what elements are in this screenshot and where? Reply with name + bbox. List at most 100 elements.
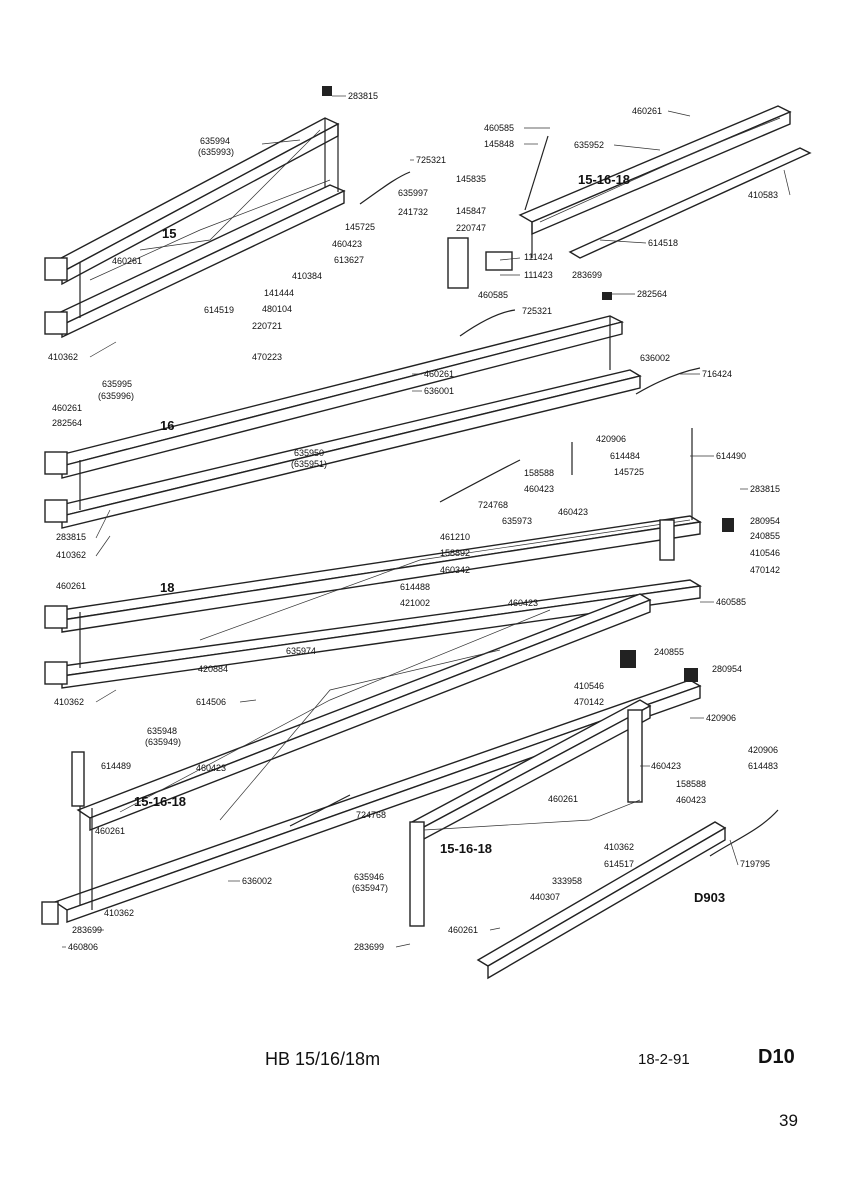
exploded-parts-diagram: 15 16 18 15-16-18 15-16-18 15-16-18 15-1… bbox=[41, 86, 812, 980]
part-label: 420884 bbox=[198, 664, 228, 674]
hose-725321-lower-drawing bbox=[459, 309, 516, 337]
part-label: 410583 bbox=[748, 190, 778, 200]
part-label: 282564 bbox=[52, 418, 82, 428]
part-label: (635951) bbox=[291, 459, 327, 469]
part-label: 460261 bbox=[548, 794, 578, 804]
part-label: 614489 bbox=[101, 761, 131, 771]
section-label: 15-16-18 bbox=[134, 794, 186, 809]
part-label: 145725 bbox=[614, 467, 644, 477]
part-label: 410384 bbox=[292, 271, 322, 281]
part-label: 145725 bbox=[345, 222, 375, 232]
part-label: 725321 bbox=[416, 155, 446, 165]
part-label: 614483 bbox=[748, 761, 778, 771]
part-label: 420906 bbox=[748, 745, 778, 755]
part-label: 145835 bbox=[456, 174, 486, 184]
hose-724768-lower-drawing bbox=[289, 794, 351, 827]
part-label: 614517 bbox=[604, 859, 634, 869]
part-label: 111423 bbox=[524, 270, 553, 280]
part-label: 460261 bbox=[424, 369, 454, 379]
part-label: 145847 bbox=[456, 206, 486, 216]
part-label: 460342 bbox=[440, 565, 470, 575]
part-label: 145848 bbox=[484, 139, 514, 149]
part-label: 724768 bbox=[356, 810, 386, 820]
part-label: 470223 bbox=[252, 352, 282, 362]
part-label: 460806 bbox=[68, 942, 98, 952]
part-label: 283699 bbox=[572, 270, 602, 280]
part-label: 460423 bbox=[651, 761, 681, 771]
boom-section-18-drawing bbox=[44, 515, 734, 689]
part-label: 716424 bbox=[702, 369, 732, 379]
part-label: 725321 bbox=[522, 306, 552, 316]
part-label: 460423 bbox=[196, 763, 226, 773]
part-label: 410362 bbox=[56, 550, 86, 560]
part-label: 141444 bbox=[264, 288, 294, 298]
part-label: 460423 bbox=[332, 239, 362, 249]
part-label: 635997 bbox=[398, 188, 428, 198]
boom-drawing bbox=[41, 86, 812, 980]
part-label: 220721 bbox=[252, 321, 282, 331]
part-label: 460423 bbox=[524, 484, 554, 494]
hose-724768-upper-drawing bbox=[439, 459, 521, 503]
part-label: 460261 bbox=[95, 826, 125, 836]
part-label: 158588 bbox=[524, 468, 554, 478]
part-label: 158892 bbox=[440, 548, 470, 558]
part-label: 480104 bbox=[262, 304, 292, 314]
part-label: 283815 bbox=[750, 484, 780, 494]
part-label: 460585 bbox=[716, 597, 746, 607]
part-label: 635995 bbox=[102, 379, 132, 389]
part-label: 440307 bbox=[530, 892, 560, 902]
part-label: 280954 bbox=[712, 664, 742, 674]
section-label: 18 bbox=[160, 580, 174, 595]
part-label: 719795 bbox=[740, 859, 770, 869]
hose-719795-drawing bbox=[709, 809, 779, 857]
part-label: 635973 bbox=[502, 516, 532, 526]
part-label: 460585 bbox=[484, 123, 514, 133]
footer-code: D10 bbox=[758, 1046, 795, 1068]
part-label: 283699 bbox=[354, 942, 384, 952]
section-label: 15-16-18 bbox=[440, 841, 492, 856]
hose-716424-drawing bbox=[635, 367, 701, 395]
part-label: 635974 bbox=[286, 646, 316, 656]
part-label: 460261 bbox=[632, 106, 662, 116]
part-label: 280954 bbox=[750, 516, 780, 526]
part-label: 635994 bbox=[200, 136, 230, 146]
part-label: 240855 bbox=[750, 531, 780, 541]
part-label: 636001 bbox=[424, 386, 454, 396]
part-label: 470142 bbox=[574, 697, 604, 707]
part-label: 460423 bbox=[508, 598, 538, 608]
part-label: 460261 bbox=[112, 256, 142, 266]
part-label: 614518 bbox=[648, 238, 678, 248]
hose-725321-upper-drawing bbox=[359, 171, 411, 205]
part-label: 614506 bbox=[196, 697, 226, 707]
part-label: 283815 bbox=[56, 532, 86, 542]
section-label: 15 bbox=[162, 226, 176, 241]
part-label: 635952 bbox=[574, 140, 604, 150]
part-label: 220747 bbox=[456, 223, 486, 233]
part-label: 283699 bbox=[72, 925, 102, 935]
part-label: 470142 bbox=[750, 565, 780, 575]
part-label: 460423 bbox=[676, 795, 706, 805]
part-label: (635993) bbox=[198, 147, 234, 157]
footer-date: 18-2-91 bbox=[638, 1051, 690, 1068]
part-label: (635947) bbox=[352, 883, 388, 893]
part-label: 460585 bbox=[478, 290, 508, 300]
part-label: 635950 bbox=[294, 448, 324, 458]
part-label: 410362 bbox=[104, 908, 134, 918]
section-label: D903 bbox=[694, 890, 725, 905]
part-label: 420906 bbox=[706, 713, 736, 723]
part-label: 614488 bbox=[400, 582, 430, 592]
part-label: 410362 bbox=[604, 842, 634, 852]
part-label: 460261 bbox=[56, 581, 86, 591]
part-label: 460423 bbox=[558, 507, 588, 517]
part-label: 410546 bbox=[750, 548, 780, 558]
part-label: 614490 bbox=[716, 451, 746, 461]
part-label: 410362 bbox=[54, 697, 84, 707]
section-label: 16 bbox=[160, 418, 174, 433]
part-label: 635948 bbox=[147, 726, 177, 736]
part-label: 635946 bbox=[354, 872, 384, 882]
page-number: 39 bbox=[779, 1111, 798, 1130]
part-label: 240855 bbox=[654, 647, 684, 657]
part-label: 283815 bbox=[348, 91, 378, 101]
part-label: 421002 bbox=[400, 598, 430, 608]
section-labels: 15 16 18 15-16-18 15-16-18 15-16-18 15-1… bbox=[134, 172, 725, 905]
